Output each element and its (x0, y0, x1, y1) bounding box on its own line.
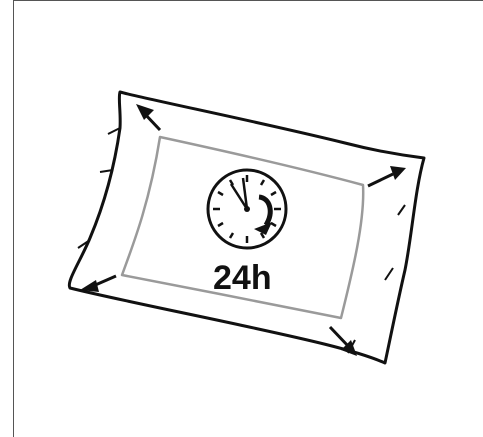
duration-label: 24h (213, 259, 272, 297)
clock-icon (208, 170, 286, 248)
